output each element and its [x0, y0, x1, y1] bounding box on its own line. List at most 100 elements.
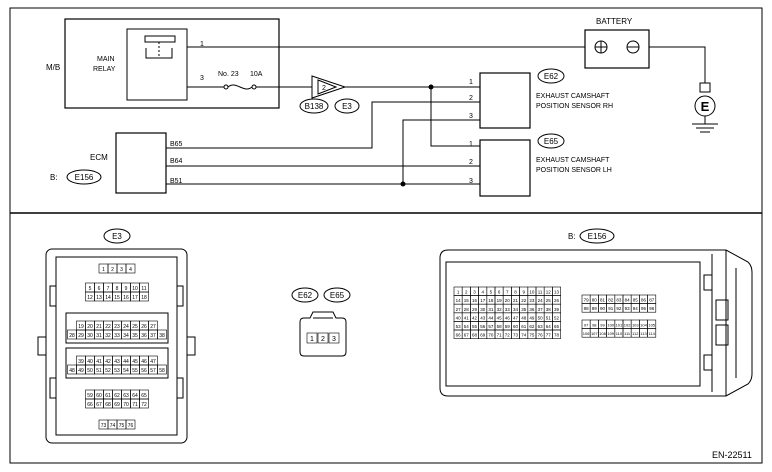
e3-pin-38: 38	[159, 333, 165, 339]
e156-pin-99: 99	[600, 323, 605, 328]
joint-connector-e-oval	[334, 98, 360, 114]
sensor-rh-connector: E62	[544, 72, 559, 81]
e3-pin-4-cell	[125, 263, 136, 274]
sensor-lh-connector-oval	[537, 133, 565, 149]
e3-pin-53: 53	[114, 368, 120, 374]
e156-pin-37: 37	[538, 307, 544, 312]
e156-pin-6: 6	[498, 290, 501, 295]
e156-pin-109: 109	[607, 331, 614, 336]
e62-connector-oval	[291, 287, 319, 303]
e156-pin-112: 112	[632, 331, 639, 336]
e3-pin-63: 63	[123, 393, 129, 399]
e156-pin-108: 108	[599, 331, 606, 336]
e156-pin-56: 56	[480, 324, 486, 329]
e156-pin-70: 70	[488, 333, 494, 338]
ecm-connector-prefix: B:	[50, 173, 58, 182]
e156-pin-104: 104	[640, 323, 647, 328]
e3-pin-41: 41	[96, 359, 102, 365]
e156-pin-93: 93	[625, 306, 631, 311]
e156-pin-66: 66	[456, 333, 462, 338]
e3-pin-19: 19	[78, 324, 84, 330]
e65-connector-label: E65	[330, 291, 345, 300]
e156-pin-39: 39	[554, 307, 560, 312]
e156-pin-60: 60	[513, 324, 519, 329]
e156-connector-housing	[439, 249, 753, 397]
e156-pin-101: 101	[616, 323, 623, 328]
e156-pin-45: 45	[497, 315, 503, 320]
main-relay-label-2: RELAY	[93, 66, 116, 73]
e156-pin-33: 33	[505, 307, 511, 312]
e156-pin-11: 11	[538, 290, 543, 295]
e3-connector-housing	[37, 248, 196, 444]
e156-pin-46: 46	[505, 315, 511, 320]
e3-pin-20: 20	[87, 324, 93, 330]
e3-pin-4: 4	[129, 267, 132, 273]
e156-pin-94: 94	[633, 306, 639, 311]
e156-pin-67: 67	[464, 333, 470, 338]
e3-pin-50: 50	[87, 368, 93, 374]
e156-pin-114: 114	[649, 331, 656, 336]
e156-pin-84: 84	[625, 298, 631, 303]
joint-connector-b-oval	[299, 98, 329, 114]
e156-pin-92: 92	[616, 306, 622, 311]
e3-pin-76: 76	[128, 423, 134, 429]
e3-pin-27: 27	[150, 324, 156, 330]
relay-pin-1: 1	[200, 41, 204, 48]
e3-pin-18: 18	[141, 295, 147, 301]
relay-pin-3: 3	[200, 75, 204, 82]
ecm-box	[115, 132, 167, 194]
e156-pin-13: 13	[554, 290, 560, 295]
e156-pin-44: 44	[488, 315, 494, 320]
e156-pin-32: 32	[497, 307, 503, 312]
e156-pin-113: 113	[640, 331, 647, 336]
signal-wires	[166, 87, 480, 185]
e3-pin-65: 65	[141, 393, 147, 399]
e3-pin-66: 66	[87, 402, 93, 408]
e156-pin-23: 23	[529, 298, 535, 303]
e3-pin-67: 67	[96, 402, 102, 408]
e156-pin-4: 4	[481, 290, 484, 295]
e156-pin-62: 62	[529, 324, 535, 329]
e156-pin-82: 82	[608, 298, 614, 303]
e3-pin-55: 55	[132, 368, 138, 374]
e156-pin-12: 12	[546, 290, 552, 295]
e156-pin-79: 79	[584, 298, 590, 303]
e3-pin-39: 39	[78, 359, 84, 365]
e62-e65-pin-2-cell	[317, 332, 329, 344]
e156-pin-50: 50	[538, 315, 544, 320]
e3-pin-21: 21	[96, 324, 102, 330]
e62-e65-pin-3-cell	[328, 332, 340, 344]
e3-pin-37: 37	[150, 333, 156, 339]
e62-e65-pin-2: 2	[321, 336, 325, 343]
e3-pin-6: 6	[98, 286, 101, 292]
e156-pin-47: 47	[513, 315, 519, 320]
ecm-pin-b65: B65	[170, 141, 183, 148]
splice-dot-power	[428, 84, 434, 90]
e3-pin-46: 46	[141, 359, 147, 365]
sensor-lh-label-1: EXHAUST CAMSHAFT	[536, 157, 610, 164]
e156-pin-18: 18	[488, 298, 494, 303]
e156-pin-17: 17	[480, 298, 486, 303]
e3-pin-54: 54	[123, 368, 129, 374]
sensor-lh-pin-2: 2	[469, 159, 473, 166]
sensor-lh-box	[479, 139, 531, 197]
e156-pin-111: 111	[624, 331, 631, 336]
e3-pin-26: 26	[141, 324, 147, 330]
splice-dot-ground	[400, 181, 406, 187]
e3-pin-62: 62	[114, 393, 120, 399]
e62-e65-pin-1: 1	[310, 336, 314, 343]
e156-pin-86: 86	[641, 298, 647, 303]
joint-connector-b: B138	[305, 102, 324, 111]
e3-pin-22: 22	[105, 324, 111, 330]
e3-pin-29: 29	[78, 333, 84, 339]
e156-pin-87: 87	[649, 298, 655, 303]
joint-connector-icon	[311, 75, 347, 99]
sensor-rh-label-2: POSITION SENSOR RH	[536, 103, 613, 110]
e3-pin-72: 72	[141, 402, 147, 408]
e3-pin-49: 49	[78, 368, 84, 374]
e3-pin-18-cell	[139, 291, 149, 302]
e156-pin-91: 91	[608, 306, 614, 311]
e156-pin-64: 64	[546, 324, 552, 329]
